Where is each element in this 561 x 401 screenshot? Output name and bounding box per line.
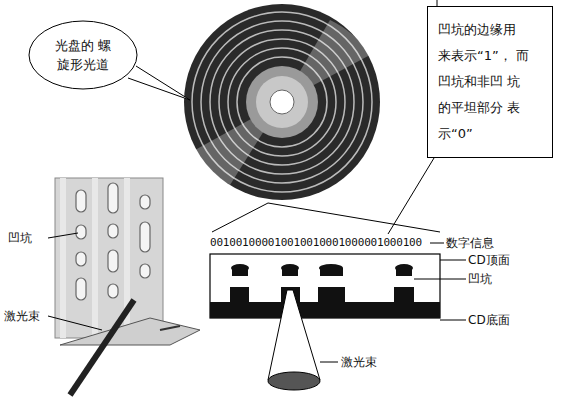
ellipse-outline	[28, 20, 138, 90]
leader-line	[414, 279, 466, 280]
bubble-tail	[128, 66, 190, 100]
part-label: CD顶面	[468, 253, 510, 267]
leader-line	[440, 260, 466, 261]
part-label: 数字信息	[446, 236, 494, 250]
leader-line	[320, 362, 338, 363]
part-label: CD底面	[468, 313, 510, 327]
part-label: 凹坑	[468, 272, 492, 286]
part-label: 凹坑	[8, 231, 32, 245]
leader-line	[388, 158, 434, 234]
part-label: 激光束	[4, 309, 40, 323]
pit-inset	[48, 178, 200, 395]
leader-line	[440, 320, 466, 321]
laser-beam	[268, 290, 320, 390]
part-label: 激光束	[341, 355, 377, 369]
leader-line	[430, 243, 444, 244]
node-text: 凹坑的边缘用 来表示“1”， 而凹坑和非凹 坑的平坦部分 表示“0”	[438, 17, 530, 147]
cd-disc	[184, 4, 380, 200]
callout-bubble: 光盘的 螺旋形光道	[28, 20, 138, 90]
note-box: 凹坑的边缘用 来表示“1”， 而凹坑和非凹 坑的平坦部分 表示“0”	[427, 6, 553, 158]
zoom-line	[212, 203, 268, 232]
zoom-line	[268, 203, 440, 232]
node-text: 光盘的 螺旋形光道	[49, 36, 117, 74]
bit-string: 001001000010010010001000001000100	[210, 236, 422, 250]
cd-cross-section	[210, 254, 440, 318]
